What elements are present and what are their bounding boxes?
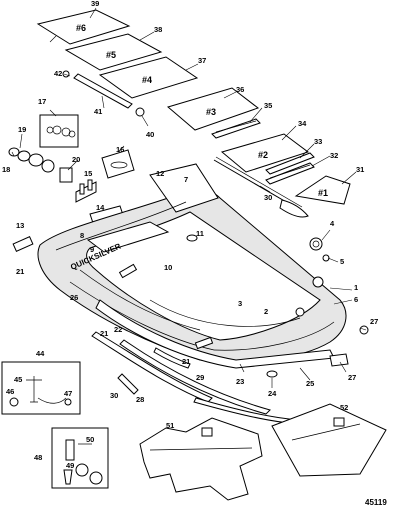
callout-37: 35 — [264, 101, 272, 110]
callout-10: 10 — [164, 263, 172, 272]
callout-44: 42 — [54, 69, 62, 78]
storage-bag — [271, 403, 387, 477]
callout-11: 11 — [196, 229, 204, 238]
floor-panel-3: #3 — [166, 87, 260, 131]
callout-18: 18 — [2, 165, 10, 174]
valve-kit-box — [39, 114, 79, 148]
callout-47: 46 — [6, 387, 14, 396]
callout-16: 16 — [116, 145, 124, 154]
floor-panel-1: #1 — [294, 175, 351, 205]
floor-panel-4: #4 — [98, 56, 199, 99]
pump-box — [1, 361, 81, 415]
callout-51: 50 — [86, 435, 94, 444]
callout-21-side: 21 — [100, 329, 108, 338]
callout-12: 12 — [156, 169, 164, 178]
drain-plug — [359, 325, 369, 335]
towing-eye — [329, 353, 349, 367]
callout-38: 36 — [236, 85, 244, 94]
callout-42: 40 — [146, 130, 154, 139]
seat-clamp — [75, 179, 97, 203]
reference-number: 45119 — [365, 498, 387, 507]
floor-panel-5: #5 — [64, 33, 163, 71]
callout-3: 3 — [238, 299, 242, 308]
callout-29: 28 — [136, 395, 144, 404]
callout-19: 19 — [18, 125, 26, 134]
rub-strip-right — [119, 339, 271, 415]
floor-panel-2: #2 — [220, 133, 310, 173]
callout-50: 49 — [66, 461, 74, 470]
callout-53: 52 — [340, 403, 348, 412]
callout-25: 25 — [306, 379, 314, 388]
thwart-tube — [62, 70, 145, 117]
callout-7: 7 — [184, 175, 188, 184]
callout-1: 1 — [354, 283, 358, 292]
callout-24: 24 — [268, 389, 277, 398]
callout-6: 6 — [354, 295, 358, 304]
svg-text:#2: #2 — [258, 150, 268, 160]
callout-15: 15 — [84, 169, 92, 178]
leader-lines — [11, 7, 367, 388]
callout-39: 37 — [198, 56, 206, 65]
svg-text:#3: #3 — [206, 107, 216, 117]
callout-34: 32 — [330, 151, 338, 160]
callout-23: 23 — [236, 377, 244, 386]
callout-8: 8 — [80, 231, 84, 240]
floor-stringer — [211, 118, 261, 139]
valve-assembly — [8, 147, 73, 183]
callout-20: 20 — [72, 155, 80, 164]
callout-33: 31 — [356, 165, 364, 174]
callout-14: 14 — [96, 203, 105, 212]
callout-17: 17 — [38, 97, 46, 106]
valve-fitting — [309, 237, 330, 262]
oar — [213, 156, 309, 218]
repair-strip — [117, 373, 139, 395]
callout-36: 34 — [298, 119, 307, 128]
callout-21-bow: 21 — [16, 267, 24, 276]
svg-text:#4: #4 — [142, 75, 152, 85]
callout-13: 13 — [16, 221, 24, 230]
callout-52: 51 — [166, 421, 174, 430]
callout-5: 5 — [340, 257, 344, 266]
callout-4: 4 — [330, 219, 335, 228]
floor-panel-6: #6 — [36, 9, 131, 45]
callout-45: 44 — [36, 349, 45, 358]
callout-31: 30 — [110, 391, 118, 400]
boat-cover — [139, 417, 263, 501]
callout-35: 33 — [314, 137, 322, 146]
side-handle — [118, 263, 214, 350]
callout-46: 45 — [14, 375, 22, 384]
callout-49: 48 — [34, 453, 42, 462]
repair-kit-box — [51, 427, 109, 489]
callout-32: 30 — [264, 193, 272, 202]
callout-labels: 39 38 37 42 36 35 41 40 34 17 19 33 16 3… — [2, 0, 378, 470]
rub-strip-small — [153, 347, 191, 369]
callout-21-lower: 21 — [182, 357, 190, 366]
bow-handle — [12, 236, 34, 252]
callout-48: 47 — [64, 389, 72, 398]
callout-43: 41 — [94, 107, 102, 116]
callout-41: 39 — [91, 0, 99, 8]
boat-hull: QUICKSILVER — [37, 163, 347, 369]
svg-text:#6: #6 — [76, 23, 86, 33]
callout-30: 29 — [196, 373, 204, 382]
grab-handle — [101, 149, 135, 179]
svg-text:#5: #5 — [106, 50, 116, 60]
callout-28: 26 — [70, 293, 78, 302]
floor-stringer-pair — [265, 152, 315, 185]
callout-2: 2 — [264, 307, 268, 316]
callout-27: 27 — [370, 317, 378, 326]
svg-text:#1: #1 — [318, 188, 328, 198]
callout-22-a: 22 — [114, 325, 122, 334]
callout-9: 9 — [90, 245, 94, 254]
callout-40: 38 — [154, 25, 162, 34]
callout-26: 27 — [348, 373, 356, 382]
drain-valve — [266, 370, 278, 378]
